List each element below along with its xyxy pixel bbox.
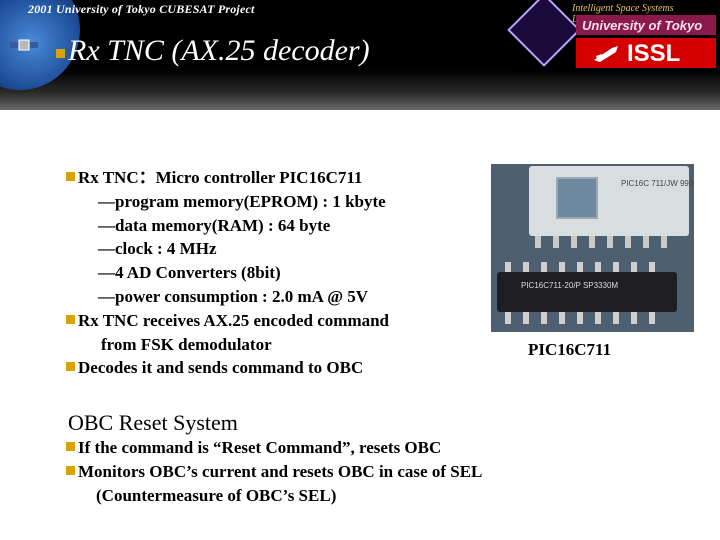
chip-photo: PIC16C 711/JW 9926S8F PIC16C711-20/P SP3… [491, 164, 694, 332]
slide-title: Rx TNC (AX.25 decoder) [56, 34, 370, 68]
list-item: —program memory(EPROM) : 1 kbyte [98, 191, 386, 211]
section-obc-reset: If the command is “Reset Command”, reset… [66, 436, 482, 507]
list-item: —clock : 4 MHz [98, 239, 217, 259]
satellite-icon [10, 39, 38, 51]
svg-text:PIC16C 711/JW 9926S8F: PIC16C 711/JW 9926S8F [621, 179, 694, 188]
title-bullet-icon [56, 49, 65, 58]
section-title-obc-reset: OBC Reset System [68, 410, 238, 435]
bullet-icon [66, 314, 75, 324]
list-item: Rx TNC receives AX.25 encoded command [66, 309, 389, 333]
list-item: —power consumption : 2.0 mA @ 5V [98, 286, 369, 306]
list-item: If the command is “Reset Command”, reset… [66, 436, 482, 460]
top-chip: PIC16C 711/JW 9926S8F [529, 166, 694, 248]
list-item: —data memory(RAM) : 64 byte [98, 215, 331, 235]
svg-text:PIC16C711-20/P SP3330M: PIC16C711-20/P SP3330M [521, 281, 618, 290]
slide-title-text: Rx TNC (AX.25 decoder) [68, 34, 370, 67]
list-item: —4 AD Converters (8bit) [98, 263, 281, 283]
rocket-icon [594, 46, 618, 62]
list-item-continuation: (Countermeasure of OBC’s SEL) [96, 485, 337, 505]
bullet-icon [66, 465, 75, 475]
issl-logo: Intelligent Space Systems Laboratory Uni… [507, 0, 720, 72]
list-item-continuation: from FSK demodulator [101, 334, 272, 354]
bullet-icon [66, 172, 75, 181]
logo-univ-name: University of Tokyo [582, 18, 703, 33]
list-item: Rx TNC：Micro controller PIC16C711 [66, 166, 389, 190]
project-title: 2001 University of Tokyo CUBESAT Project [28, 2, 255, 16]
list-item: Decodes it and sends command to OBC [66, 356, 389, 380]
chip-caption: PIC16C711 [528, 340, 612, 359]
logo-issl-text: ISSL [627, 40, 681, 67]
lab-emblem-icon [507, 0, 581, 67]
slide-header: 2001 University of Tokyo CUBESAT Project… [0, 0, 720, 110]
header-fade [0, 70, 720, 110]
bullet-icon [66, 442, 75, 451]
bottom-chip: PIC16C711-20/P SP3330M [497, 262, 677, 324]
logo-issl-banner [576, 38, 716, 68]
chip-photo-image: PIC16C 711/JW 9926S8F PIC16C711-20/P SP3… [491, 164, 694, 332]
logo-univ-banner [576, 15, 716, 35]
bullet-icon [66, 362, 75, 372]
section-tnc: Rx TNC：Micro controller PIC16C711 —progr… [66, 166, 389, 380]
list-item: Monitors OBC’s current and resets OBC in… [66, 460, 482, 484]
